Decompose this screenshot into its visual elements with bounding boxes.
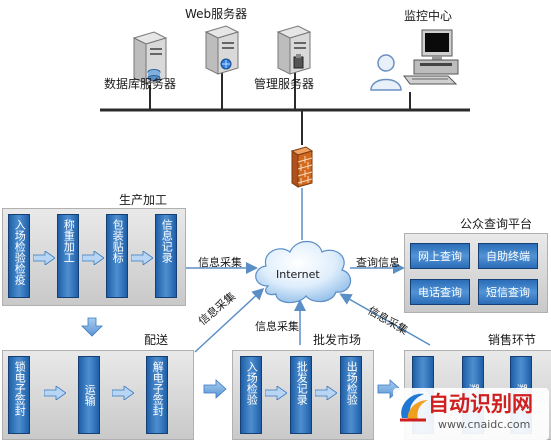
arrow-right-icon	[44, 386, 66, 400]
wholesale-step-3: 出场检验	[340, 356, 362, 434]
arrow-right-icon	[315, 386, 337, 400]
management-server-icon	[276, 25, 312, 75]
collect-label-production: 信息采集	[198, 256, 242, 269]
query-label: 查询信息	[356, 256, 400, 269]
public-title: 公众查询平台	[460, 217, 533, 231]
internet-label: Internet	[276, 268, 320, 281]
delivery-step-3: 解电子签封	[146, 356, 168, 434]
brand-url: www.cnaidc.com	[438, 418, 531, 431]
db-server-label: 数据库服务器	[104, 77, 177, 91]
arrow-right-icon	[265, 386, 287, 400]
retail-title: 销售环节	[488, 333, 537, 347]
wholesale-step-1: 入场检验	[240, 356, 262, 434]
public-item-kiosk: 自助终端	[478, 243, 538, 269]
arrow-right-icon	[112, 386, 134, 400]
arrow-right-icon	[33, 251, 55, 265]
internet-cloud-icon	[255, 240, 352, 304]
production-step-1: 入场检验检疫	[8, 214, 30, 298]
collect-label-wholesale: 信息采集	[255, 320, 299, 333]
brand-name: 自动识别网	[428, 392, 533, 416]
public-item-sms: 短信查询	[478, 279, 538, 305]
production-step-3: 包装贴标	[106, 214, 128, 298]
wholesale-title: 批发市场	[313, 333, 362, 347]
production-step-4: 信息记录	[155, 214, 177, 298]
public-item-online: 网上查询	[410, 243, 470, 269]
monitor-user-icon	[370, 54, 402, 91]
web-server-label: Web服务器	[185, 7, 248, 21]
database-server-icon	[132, 31, 168, 85]
delivery-title: 配送	[144, 333, 169, 347]
watermark	[393, 388, 549, 440]
public-item-phone: 电话查询	[410, 279, 470, 305]
brand-logo-icon	[400, 393, 428, 422]
delivery-step-1: 锁电子签封	[8, 356, 30, 434]
firewall-icon	[290, 146, 314, 188]
web-server-icon	[204, 25, 240, 75]
arrow-right-icon	[82, 251, 104, 265]
mgmt-server-label: 管理服务器	[254, 77, 315, 91]
workstation-icon	[403, 29, 459, 85]
production-step-2: 称重加工	[57, 214, 79, 298]
arrow-right-icon	[131, 251, 153, 265]
delivery-step-2: 运输	[78, 356, 100, 434]
monitor-center-label: 监控中心	[404, 9, 453, 23]
production-title: 生产加工	[119, 193, 168, 207]
wholesale-step-2: 批发记录	[290, 356, 312, 434]
